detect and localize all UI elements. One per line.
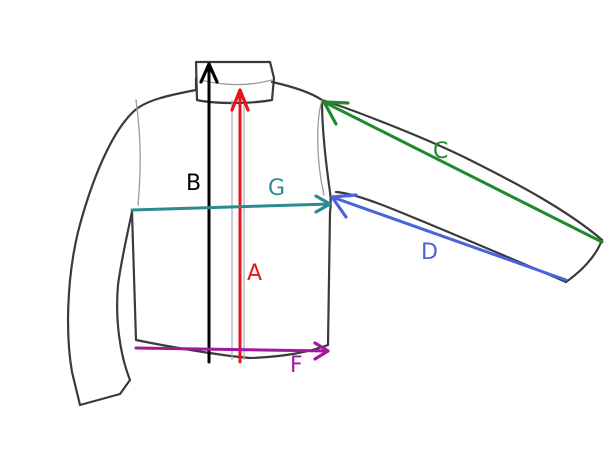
- measure-f-label: F: [290, 353, 303, 378]
- measure-c-line: [322, 100, 604, 244]
- jacket-outline: [66, 60, 604, 407]
- right-shoulder: [270, 80, 604, 242]
- measure-d-line: [330, 195, 568, 282]
- hem: [130, 210, 332, 360]
- measure-f: F: [134, 341, 330, 378]
- right-armhole-seam: [317, 99, 325, 196]
- measure-b-arrowhead: [199, 62, 219, 84]
- right-cuff: [564, 238, 604, 284]
- collar: [194, 60, 276, 105]
- measure-b-label: B: [186, 171, 201, 196]
- measure-d-arrowhead: [330, 193, 358, 219]
- measure-a-label: A: [247, 261, 262, 286]
- measure-c-label: C: [433, 139, 448, 164]
- measure-d-label: D: [421, 240, 438, 265]
- left-body-seam: [135, 99, 141, 206]
- right-side: [320, 98, 332, 214]
- measure-f-arrowhead: [313, 341, 330, 361]
- left-sleeve: [66, 76, 198, 407]
- measure-b: B: [186, 62, 219, 364]
- measure-c: C: [322, 100, 604, 244]
- measure-g-arrowhead: [314, 194, 332, 214]
- measure-g: G: [130, 176, 332, 214]
- measure-f-line: [134, 346, 330, 353]
- measure-g-line: [130, 202, 332, 212]
- measure-a-arrowhead: [230, 88, 250, 112]
- collar-seam: [199, 79, 273, 86]
- measure-d: D: [330, 193, 568, 282]
- measure-c-arrowhead: [322, 100, 350, 126]
- measure-a: A: [230, 88, 262, 364]
- measure-g-label: G: [268, 176, 285, 201]
